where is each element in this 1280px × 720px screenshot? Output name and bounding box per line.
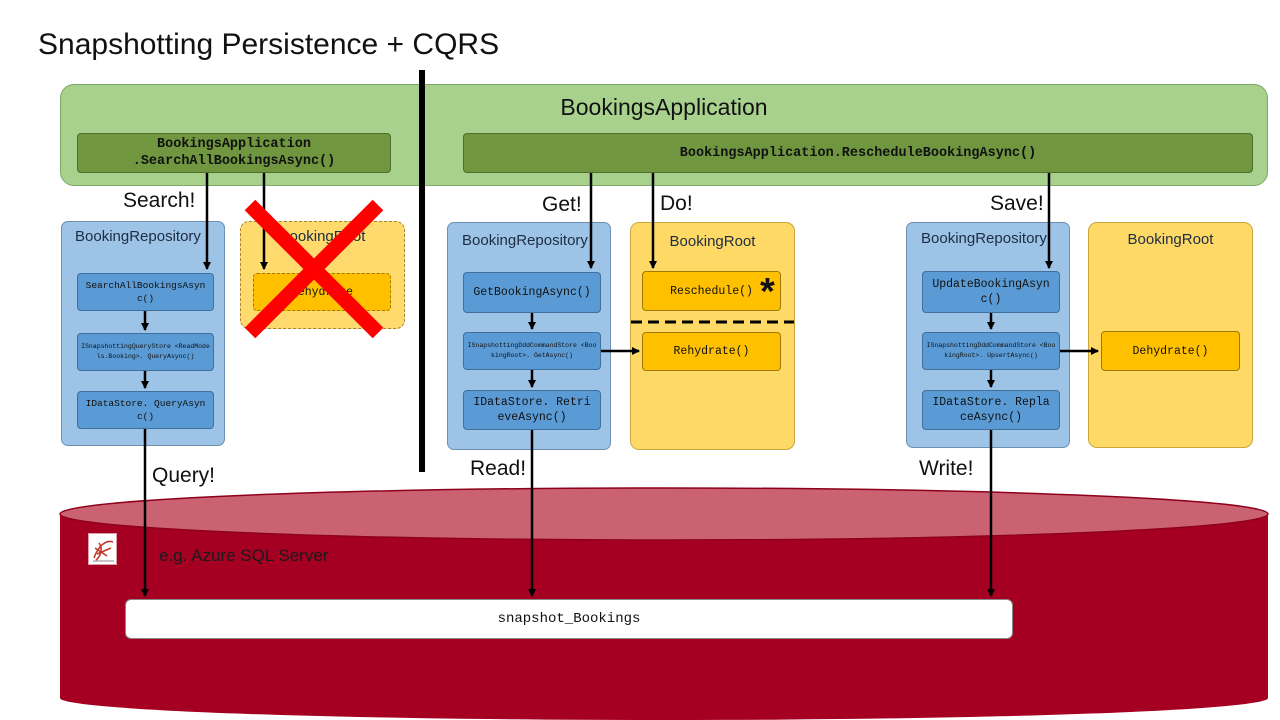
dehydrate-step[interactable]: Dehydrate() <box>1101 331 1240 371</box>
database-top <box>59 487 1269 541</box>
query-label: Query! <box>152 464 216 487</box>
get-label: Get! <box>542 193 582 216</box>
do-label: Do! <box>660 192 693 215</box>
snapshot-bookings-table[interactable]: snapshot_Bookings <box>125 599 1013 639</box>
database-bottom <box>60 676 1268 720</box>
page-title: Snapshotting Persistence + CQRS <box>38 28 500 61</box>
get-repository-title: BookingRepository <box>462 232 588 249</box>
query-repository-title: BookingRepository <box>75 228 201 245</box>
data-store-replace-step[interactable]: IDataStore. ReplaceAsync() <box>922 390 1060 430</box>
database-caption: e.g. Azure SQL Server <box>159 546 329 565</box>
command-store-get-step[interactable]: ISnapshottingDddCommandStore <BookingRoo… <box>463 332 601 370</box>
data-store-retrieve-step[interactable]: IDataStore. RetrieveAsync() <box>463 390 601 430</box>
cross-mark-b <box>244 199 384 339</box>
booking-root-title: BookingRoot <box>669 233 756 250</box>
save-label: Save! <box>990 192 1044 215</box>
read-label: Read! <box>470 457 527 480</box>
save-repository-title: BookingRepository <box>921 230 1047 247</box>
update-booking-step[interactable]: UpdateBookingAsync() <box>922 271 1060 313</box>
search-label: Search! <box>123 189 196 212</box>
sql-server-icon <box>88 533 117 565</box>
command-store-upsert-step[interactable]: ISnapshottingDddCommandStore <BookingRoo… <box>922 332 1060 370</box>
command-mark: * <box>760 271 775 313</box>
reschedule-step[interactable]: Reschedule() <box>642 271 781 311</box>
get-booking-step[interactable]: GetBookingAsync() <box>463 272 601 313</box>
search-all-bookings-step[interactable]: SearchAllBookingsAsync() <box>77 273 214 311</box>
reschedule-booking-method[interactable]: BookingsApplication.RescheduleBookingAsy… <box>463 133 1253 173</box>
application-title: BookingsApplication <box>560 94 768 120</box>
query-store-step[interactable]: ISnapshottingQueryStore <ReadModels.Book… <box>77 333 214 371</box>
booking-root-save-title: BookingRoot <box>1127 231 1214 248</box>
data-store-query-step[interactable]: IDataStore. QueryAsync() <box>77 391 214 429</box>
search-all-bookings-method[interactable]: BookingsApplication .SearchAllBookingsAs… <box>77 133 391 173</box>
write-label: Write! <box>919 457 974 480</box>
rehydrate-step[interactable]: Rehydrate() <box>642 332 781 371</box>
